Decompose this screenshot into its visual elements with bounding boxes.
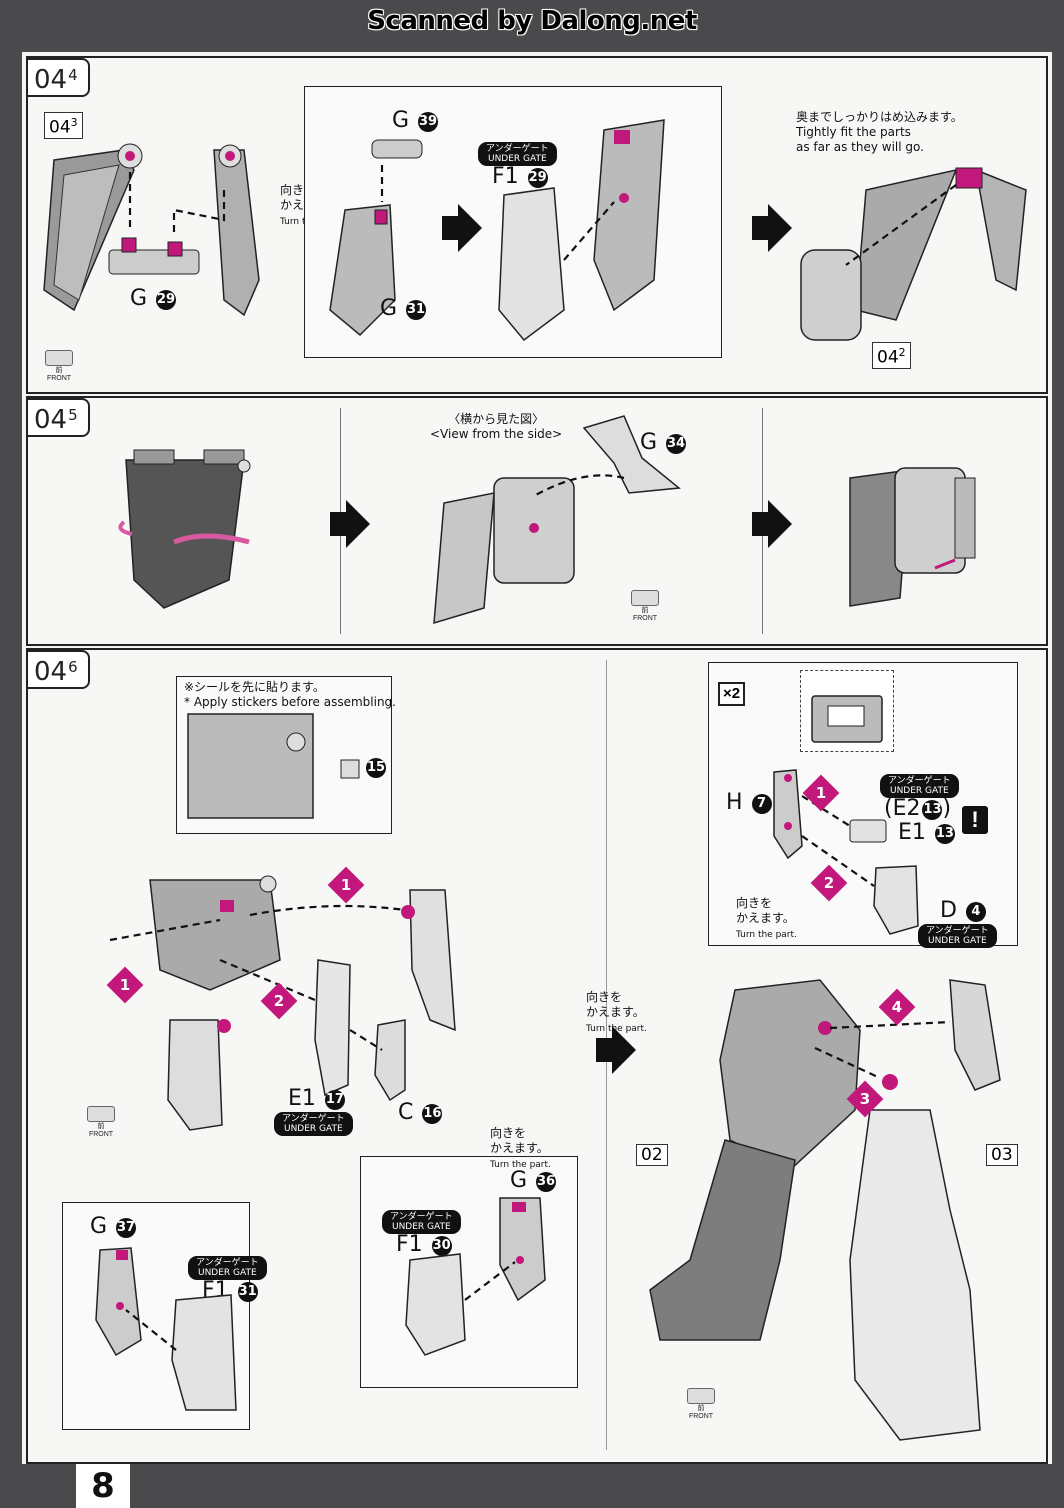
part-label-f1-29: F1 29 bbox=[492, 164, 548, 189]
part-label-g31: G 31 bbox=[380, 296, 427, 321]
flow-arrow-2 bbox=[752, 204, 792, 252]
result-illustration-04-5 bbox=[849, 467, 976, 607]
part-label-g36: G 36 bbox=[510, 1168, 557, 1193]
rotate-illustration bbox=[118, 449, 251, 609]
step-label-04-5: 045 bbox=[26, 398, 90, 437]
flow-arrow-5 bbox=[596, 1026, 636, 1074]
sticker-illustration bbox=[187, 713, 360, 819]
order-marker-3: 3 bbox=[846, 1080, 884, 1118]
inner-part-illustration bbox=[329, 139, 423, 337]
assembly-illustration-1 bbox=[498, 119, 665, 342]
lower-armor-illustration bbox=[167, 1019, 231, 1131]
ref-04-3: 043 bbox=[44, 112, 83, 139]
part-label-g34: G 34 bbox=[640, 430, 687, 455]
order-marker-1a: 1 bbox=[327, 866, 365, 904]
side-view-caption: 〈横から見た図〉<View from the side> bbox=[430, 412, 563, 441]
turn-note-4: 向きをかえます。Turn the part. bbox=[736, 896, 797, 940]
order-marker-2a: 2 bbox=[260, 982, 298, 1020]
part-label-c16: C 16 bbox=[398, 1100, 443, 1125]
order-marker-1b: 1 bbox=[106, 966, 144, 1004]
part-label-e1-13: E1 13 bbox=[898, 820, 955, 845]
scan-credit: Scanned by Dalong.net bbox=[367, 6, 697, 36]
order-marker-1c: 1 bbox=[802, 774, 840, 812]
part-label-d4: D 4 bbox=[940, 898, 986, 923]
multiplier-badge: ×2 bbox=[718, 682, 746, 706]
turn-note-2: 向きをかえます。Turn the part. bbox=[490, 1126, 551, 1170]
step-label-04-4: 044 bbox=[26, 58, 90, 97]
ref-03: 03 bbox=[986, 1144, 1018, 1166]
sticker-label-15: 15 bbox=[364, 758, 386, 778]
warning-icon: ! bbox=[962, 806, 988, 834]
final-assembly-illustration bbox=[649, 979, 1001, 1441]
part-label-g29: G 29 bbox=[130, 286, 177, 311]
part-label-h7: H 7 bbox=[726, 790, 772, 815]
order-marker-2b: 2 bbox=[810, 864, 848, 902]
flow-arrow-4 bbox=[752, 500, 792, 548]
detail-illustration bbox=[811, 695, 883, 743]
wing-parts-illustration-left bbox=[43, 143, 260, 317]
side-view-illustration bbox=[433, 415, 681, 625]
flow-arrow-3 bbox=[330, 500, 370, 548]
step-label-04-6: 046 bbox=[26, 650, 90, 689]
ref-04-2: 042 bbox=[872, 342, 911, 369]
assembly-illustration-2 bbox=[800, 167, 1027, 341]
part-label-g37: G 37 bbox=[90, 1214, 137, 1239]
part-label-f1-30: F1 30 bbox=[396, 1232, 452, 1257]
ref-02: 02 bbox=[636, 1144, 668, 1166]
inset-illustration-x2 bbox=[773, 769, 919, 935]
part-label-e1-17: E1 17 bbox=[288, 1086, 345, 1111]
waist-assembly-illustration bbox=[109, 875, 456, 1102]
order-marker-4: 4 bbox=[878, 988, 916, 1026]
flow-arrow-1 bbox=[442, 204, 482, 252]
page-number: 8 bbox=[76, 1464, 130, 1508]
inset-illustration-g36 bbox=[405, 1197, 546, 1356]
part-label-g39: G 39 bbox=[392, 108, 439, 133]
sticker-note: ※シールを先に貼ります。* Apply stickers before asse… bbox=[184, 680, 396, 709]
inset-illustration-g37 bbox=[95, 1247, 237, 1411]
